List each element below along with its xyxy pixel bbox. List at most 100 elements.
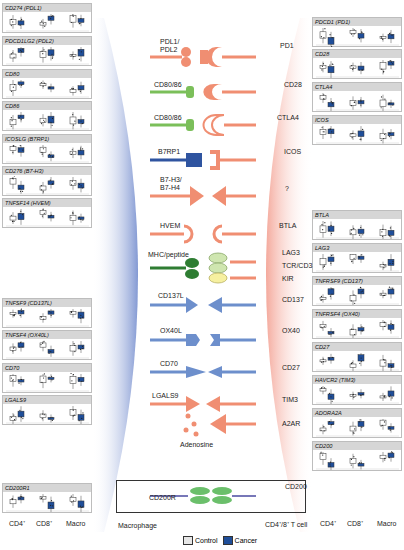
data-point: [13, 178, 14, 179]
data-point: [354, 428, 355, 429]
data-point: [11, 117, 12, 118]
data-point: [20, 498, 21, 499]
box: [18, 148, 24, 153]
boxplot-area: [3, 79, 91, 99]
data-point: [74, 345, 75, 346]
data-point: [322, 127, 323, 128]
boxplot-area: [3, 340, 91, 360]
box: [328, 289, 334, 295]
data-point: [351, 105, 352, 106]
box: [350, 230, 356, 235]
box: [78, 86, 84, 90]
data-point: [20, 211, 21, 212]
data-point: [321, 430, 322, 431]
data-point: [48, 353, 49, 354]
data-point: [383, 71, 384, 72]
data-point: [74, 183, 75, 184]
data-point: [390, 32, 391, 33]
data-point: [359, 235, 360, 236]
data-point: [79, 217, 80, 218]
data-point: [21, 496, 22, 497]
data-point: [81, 381, 82, 382]
data-point: [50, 87, 51, 88]
data-point: [43, 209, 44, 210]
gene-title: CD276 (B7-H3): [3, 167, 91, 175]
legend: ControlCancer: [178, 536, 257, 545]
data-point: [384, 295, 385, 296]
data-point: [73, 343, 74, 344]
data-point: [354, 334, 355, 335]
data-point: [328, 334, 329, 335]
data-point: [52, 420, 53, 421]
data-point: [12, 499, 13, 500]
box: [328, 331, 334, 334]
data-point: [13, 379, 14, 380]
data-point: [391, 365, 392, 366]
data-point: [383, 359, 384, 360]
box: [328, 422, 334, 425]
data-point: [382, 229, 383, 230]
data-point: [324, 326, 325, 327]
molecule-label: CD27: [282, 364, 300, 372]
expression-panel: ICOSLG (B7RP1): [2, 134, 92, 164]
box: [48, 181, 54, 185]
data-point: [41, 498, 42, 499]
data-point: [21, 379, 22, 380]
expression-panel: CD200: [312, 441, 402, 471]
box: [70, 376, 76, 383]
box: [320, 453, 326, 459]
data-point: [20, 115, 21, 116]
expression-panel: TNFSF9 (CD137L): [2, 298, 92, 328]
data-point: [321, 69, 322, 70]
data-point: [361, 427, 362, 428]
data-point: [332, 357, 333, 358]
data-point: [332, 332, 333, 333]
data-point: [51, 16, 52, 17]
data-point: [50, 18, 51, 19]
data-point: [52, 505, 53, 506]
box: [10, 417, 16, 421]
box: [380, 455, 386, 458]
data-point: [362, 69, 363, 70]
box: [78, 19, 84, 23]
data-point: [362, 70, 363, 71]
data-point: [82, 346, 83, 347]
data-point: [21, 19, 22, 20]
data-point: [321, 299, 322, 300]
data-point: [331, 131, 332, 132]
data-point: [82, 123, 83, 124]
box: [358, 393, 364, 396]
box: [78, 345, 84, 349]
box: [358, 328, 364, 331]
molecule-label: LGALS9: [152, 392, 178, 400]
box: [78, 312, 84, 318]
expression-panel: HAVCR2 (TIM3): [312, 375, 402, 405]
molecule-label: CD28: [284, 81, 302, 89]
data-point: [362, 394, 363, 395]
data-point: [42, 497, 43, 498]
whisker: [81, 116, 82, 128]
data-point: [19, 347, 20, 348]
box: [48, 349, 54, 353]
gene-title: TNFRSF4 (OX40): [313, 310, 401, 318]
molecule-label: B7RP1: [158, 148, 180, 156]
data-point: [80, 147, 81, 148]
box: [40, 317, 46, 320]
data-point: [50, 122, 51, 123]
data-point: [44, 373, 45, 374]
axis-line: [316, 110, 399, 111]
box: [70, 54, 76, 56]
data-point: [20, 25, 21, 26]
box: [10, 20, 16, 25]
axis-line: [316, 469, 399, 470]
data-point: [361, 31, 362, 32]
data-point: [41, 382, 42, 383]
boxplot-area: [313, 385, 401, 405]
data-point: [391, 451, 392, 452]
gene-title: LGALS9: [3, 396, 91, 404]
data-point: [330, 465, 331, 466]
molecule-label: TIM3: [282, 396, 298, 404]
boxplot-area: [3, 208, 91, 228]
data-point: [323, 131, 324, 132]
gene-title: BTLA: [313, 211, 401, 219]
